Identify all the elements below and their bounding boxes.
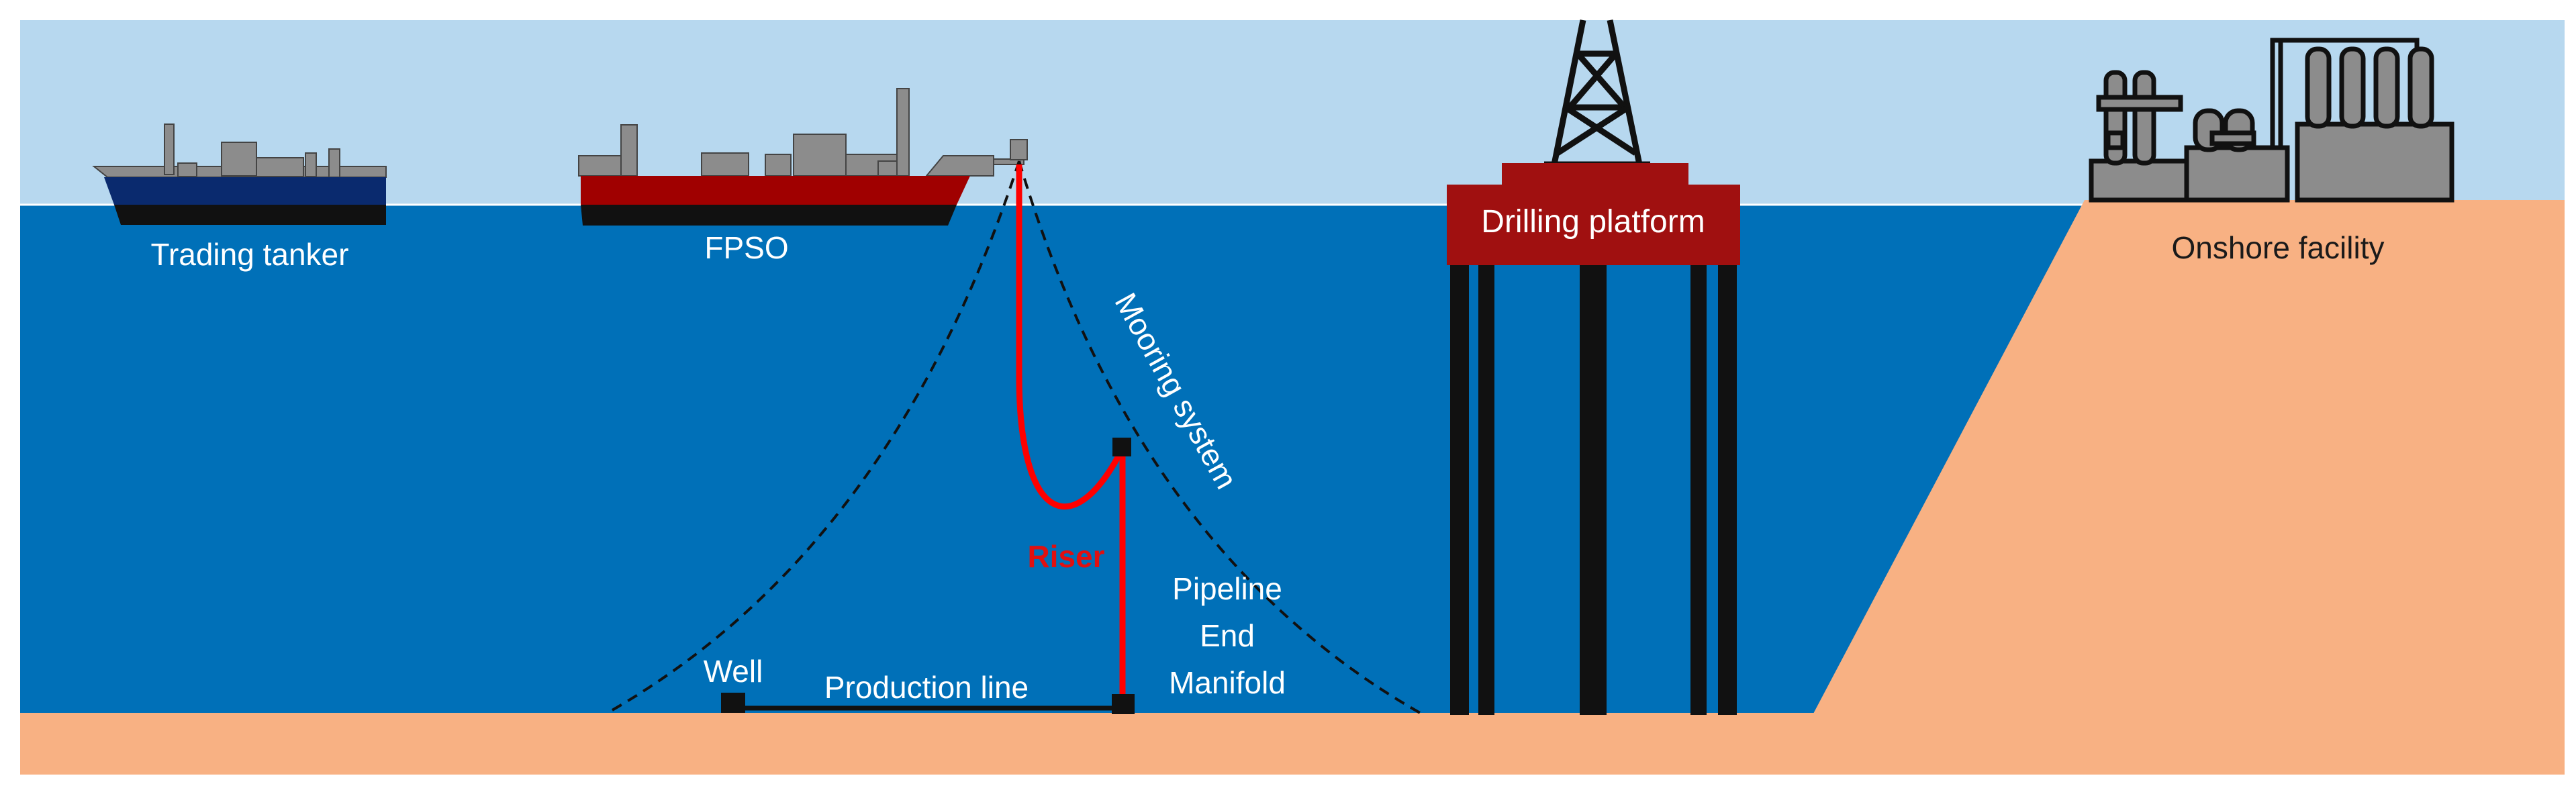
trading-tanker	[92, 124, 387, 225]
plem-label-line2: End	[1200, 618, 1255, 653]
mooring-line-left	[607, 160, 1020, 714]
seabed	[20, 713, 2565, 775]
manifold-marker	[1112, 694, 1135, 714]
plem-label-line1: Pipeline	[1172, 571, 1282, 606]
well-label: Well	[704, 654, 763, 689]
fpso-label: FPSO	[704, 230, 788, 265]
drilling-platform-label: Drilling platform	[1481, 204, 1705, 240]
plem-label-line3: Manifold	[1169, 665, 1286, 700]
mooring-line-right	[1018, 160, 1421, 714]
production-line-label: Production line	[824, 670, 1029, 705]
shore-land	[1813, 200, 2565, 715]
well-marker	[721, 693, 745, 713]
fpso-vessel	[578, 88, 1028, 226]
riser-label: Riser	[1027, 539, 1104, 574]
drilling-platform	[1447, 19, 1740, 715]
riser-line	[1016, 164, 1126, 713]
onshore-facility	[2089, 38, 2454, 203]
riser-buoy	[1112, 438, 1131, 456]
trading-tanker-label: Trading tanker	[151, 237, 349, 272]
onshore-facility-label: Onshore facility	[2171, 230, 2384, 265]
